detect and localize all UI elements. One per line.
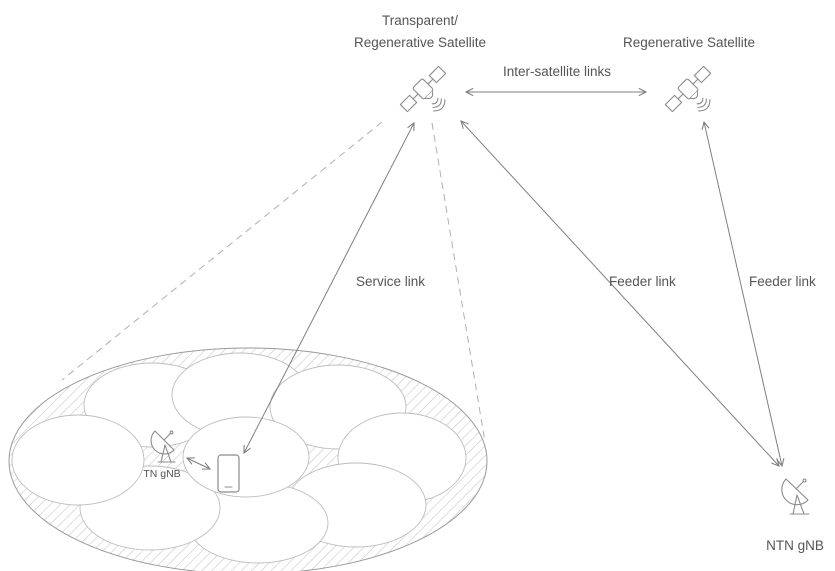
satellite-left-label-line1: Transparent/ [382,13,458,28]
inter-satellite-link-label: Inter-satellite links [503,64,611,79]
service-link-arrow [244,123,414,453]
tn-gnb-label: TN gNB [143,468,180,480]
tn-gnb-dish-icon [150,430,176,463]
feeder-link-right-label: Feeder link [749,274,816,289]
ntn-gnb-dish-icon [781,478,810,515]
cell-center [182,416,310,498]
feeder-link-right-arrow [704,122,782,466]
cell [11,414,145,506]
ue-phone-icon [217,454,240,493]
coverage-footprint [8,347,488,571]
service-link-label: Service link [356,274,425,289]
beam-edge-left [61,121,383,381]
satellite-right-icon [664,65,712,113]
satellite-right-label: Regenerative Satellite [623,35,755,50]
feeder-link-left-label: Feeder link [609,274,676,289]
feeder-link-left-arrow [461,121,779,466]
ntn-gnb-label: NTN gNB [766,538,824,553]
tn-ue-link-arrow [187,458,210,469]
satellite-left-icon [399,65,447,113]
satellite-left-label-line2: Regenerative Satellite [354,35,486,50]
